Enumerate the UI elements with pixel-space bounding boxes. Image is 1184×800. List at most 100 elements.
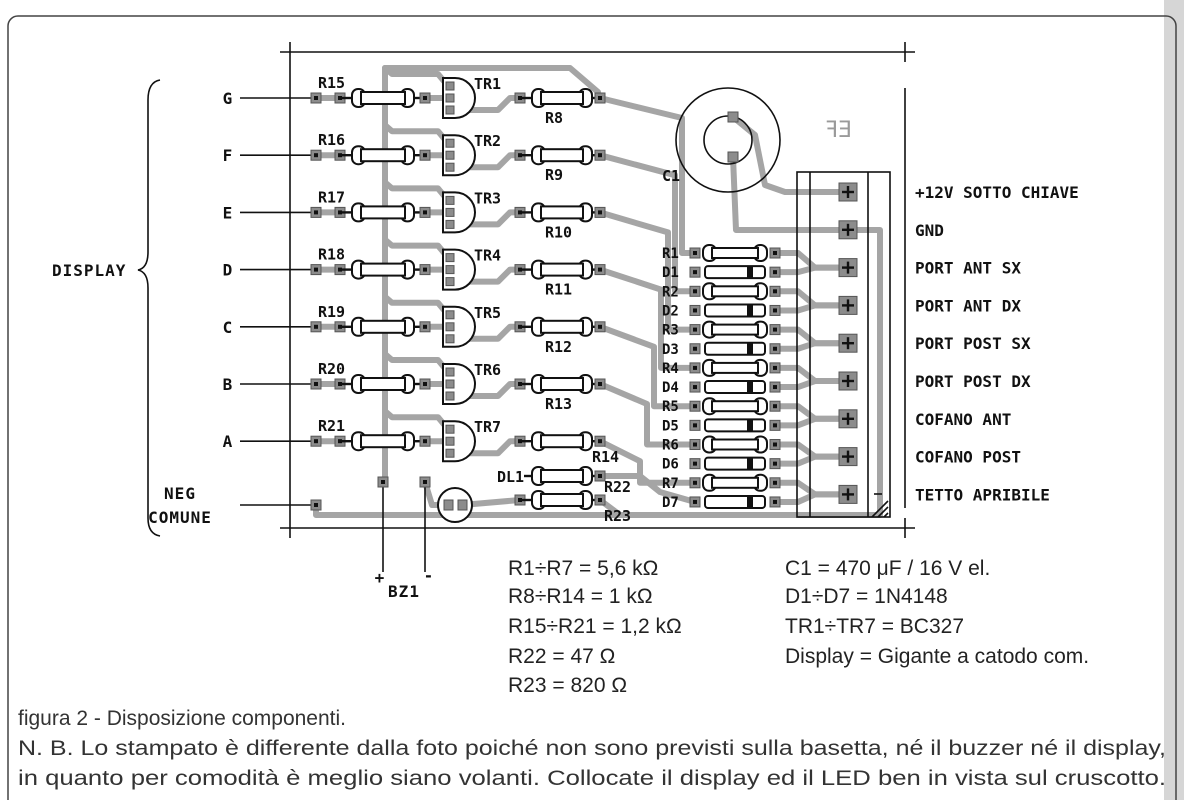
rd-diode xyxy=(704,380,766,395)
resistor-body xyxy=(711,323,759,336)
diode-cathode-band xyxy=(747,266,753,279)
caption-note-line: in quanto per comodità è meglio siano vo… xyxy=(18,767,1166,790)
terminal-pad xyxy=(838,447,858,467)
pad-hole xyxy=(773,251,777,255)
copper-trace xyxy=(597,266,698,371)
pad-hole xyxy=(773,461,777,466)
neg-common-pad xyxy=(310,499,322,511)
solder-pad xyxy=(769,400,781,412)
buzzer-plus-label: + xyxy=(375,568,386,587)
r23-label: R23 xyxy=(604,507,631,525)
terminal-pad xyxy=(838,295,858,315)
input-resistor-label: R20 xyxy=(318,360,345,378)
solder-pad xyxy=(769,496,781,508)
value-d1-d7: D1÷D7 = 1N4148 xyxy=(785,585,948,608)
input-resistor-label: R18 xyxy=(318,246,345,264)
pad-hole xyxy=(314,324,318,329)
rd-diode xyxy=(704,456,766,471)
rd-resistor xyxy=(702,320,768,339)
transistor-label: TR6 xyxy=(474,361,501,379)
buzzer-label: BZ1 xyxy=(388,582,420,601)
diode-body xyxy=(704,380,766,395)
transistor-label: TR3 xyxy=(474,189,501,207)
segment-pad xyxy=(310,149,322,161)
pad-hole xyxy=(598,267,602,272)
transistor-label: TR5 xyxy=(474,304,501,322)
solder-pad xyxy=(419,321,431,333)
transistor-label: TR2 xyxy=(474,132,501,150)
resistor-body xyxy=(711,438,759,451)
transistor-pin xyxy=(445,138,455,148)
transistor-pin xyxy=(445,195,455,205)
value-r23: R23 = 820 Ω xyxy=(508,674,627,697)
pad-hole xyxy=(693,385,697,390)
solder-pad xyxy=(769,439,781,450)
terminal-pad xyxy=(838,484,858,504)
solder-pad xyxy=(769,247,781,259)
rd-label: D1 xyxy=(662,265,679,281)
solder-pad xyxy=(689,496,701,508)
rd-label: R5 xyxy=(662,399,679,415)
solder-pad xyxy=(769,381,781,393)
terminal-label: PORT POST DX xyxy=(915,372,1031,391)
transistor xyxy=(442,191,476,234)
output-resistor xyxy=(531,431,593,452)
terminal-label: PORT ANT DX xyxy=(915,296,1021,315)
pad-hole xyxy=(598,210,602,215)
transistor-pin xyxy=(445,310,455,320)
rd-label: D7 xyxy=(662,495,679,511)
pad-hole xyxy=(314,153,318,158)
pad-hole xyxy=(693,480,697,485)
transistor xyxy=(442,420,476,463)
component-values-left: R1÷R7 = 5,6 kΩ R8÷R14 = 1 kΩ R15÷R21 = 1… xyxy=(508,557,682,697)
rd-resistor xyxy=(702,244,768,262)
resistor-body xyxy=(711,476,759,489)
r23-resistor xyxy=(531,490,593,510)
solder-pad xyxy=(689,285,701,297)
output-resistor-label: R12 xyxy=(545,338,572,356)
buzzer-minus-label: - xyxy=(424,566,435,585)
pad-hole xyxy=(423,153,427,158)
diode-cathode-band xyxy=(747,381,753,394)
rd-label: D2 xyxy=(662,303,679,319)
transistor-pin xyxy=(445,105,455,115)
transistor xyxy=(442,363,476,405)
copper-trace xyxy=(730,114,843,195)
rd-diode xyxy=(704,303,766,318)
copper-trace xyxy=(597,381,698,448)
transistor-pin xyxy=(445,436,455,446)
transistor-pin xyxy=(445,150,455,160)
solder-pad xyxy=(594,92,606,104)
pad-hole xyxy=(598,96,602,100)
solder-pad xyxy=(594,264,606,276)
pad-hole xyxy=(773,385,777,390)
solder-pad xyxy=(689,419,701,431)
input-resistor xyxy=(351,316,415,337)
solder-pad xyxy=(689,304,701,316)
input-resistor xyxy=(351,431,415,452)
solder-pad xyxy=(769,285,781,297)
rd-label: R2 xyxy=(662,284,679,300)
segment-pad xyxy=(310,92,322,104)
transistor-pin xyxy=(445,207,455,217)
transistor xyxy=(442,134,476,177)
diode-cathode-band xyxy=(747,495,753,508)
solder-pad xyxy=(419,435,431,447)
terminal-pad xyxy=(838,258,858,278)
solder-pad xyxy=(689,343,701,355)
pad-hole xyxy=(314,503,318,507)
copper-trace xyxy=(382,65,601,95)
resistor-body xyxy=(540,377,584,391)
solder-pad xyxy=(419,206,431,218)
value-r22: R22 = 47 Ω xyxy=(508,645,615,668)
pad-hole xyxy=(773,423,777,428)
resistor-body xyxy=(540,262,584,277)
solder-pad xyxy=(689,477,701,489)
transistor-pin xyxy=(445,424,455,434)
output-resistor xyxy=(531,374,593,394)
output-resistor-label: R9 xyxy=(545,166,563,184)
pad-hole xyxy=(693,327,697,332)
rd-diode xyxy=(704,341,766,356)
pad-hole xyxy=(598,382,602,386)
resistor-body xyxy=(540,91,584,105)
